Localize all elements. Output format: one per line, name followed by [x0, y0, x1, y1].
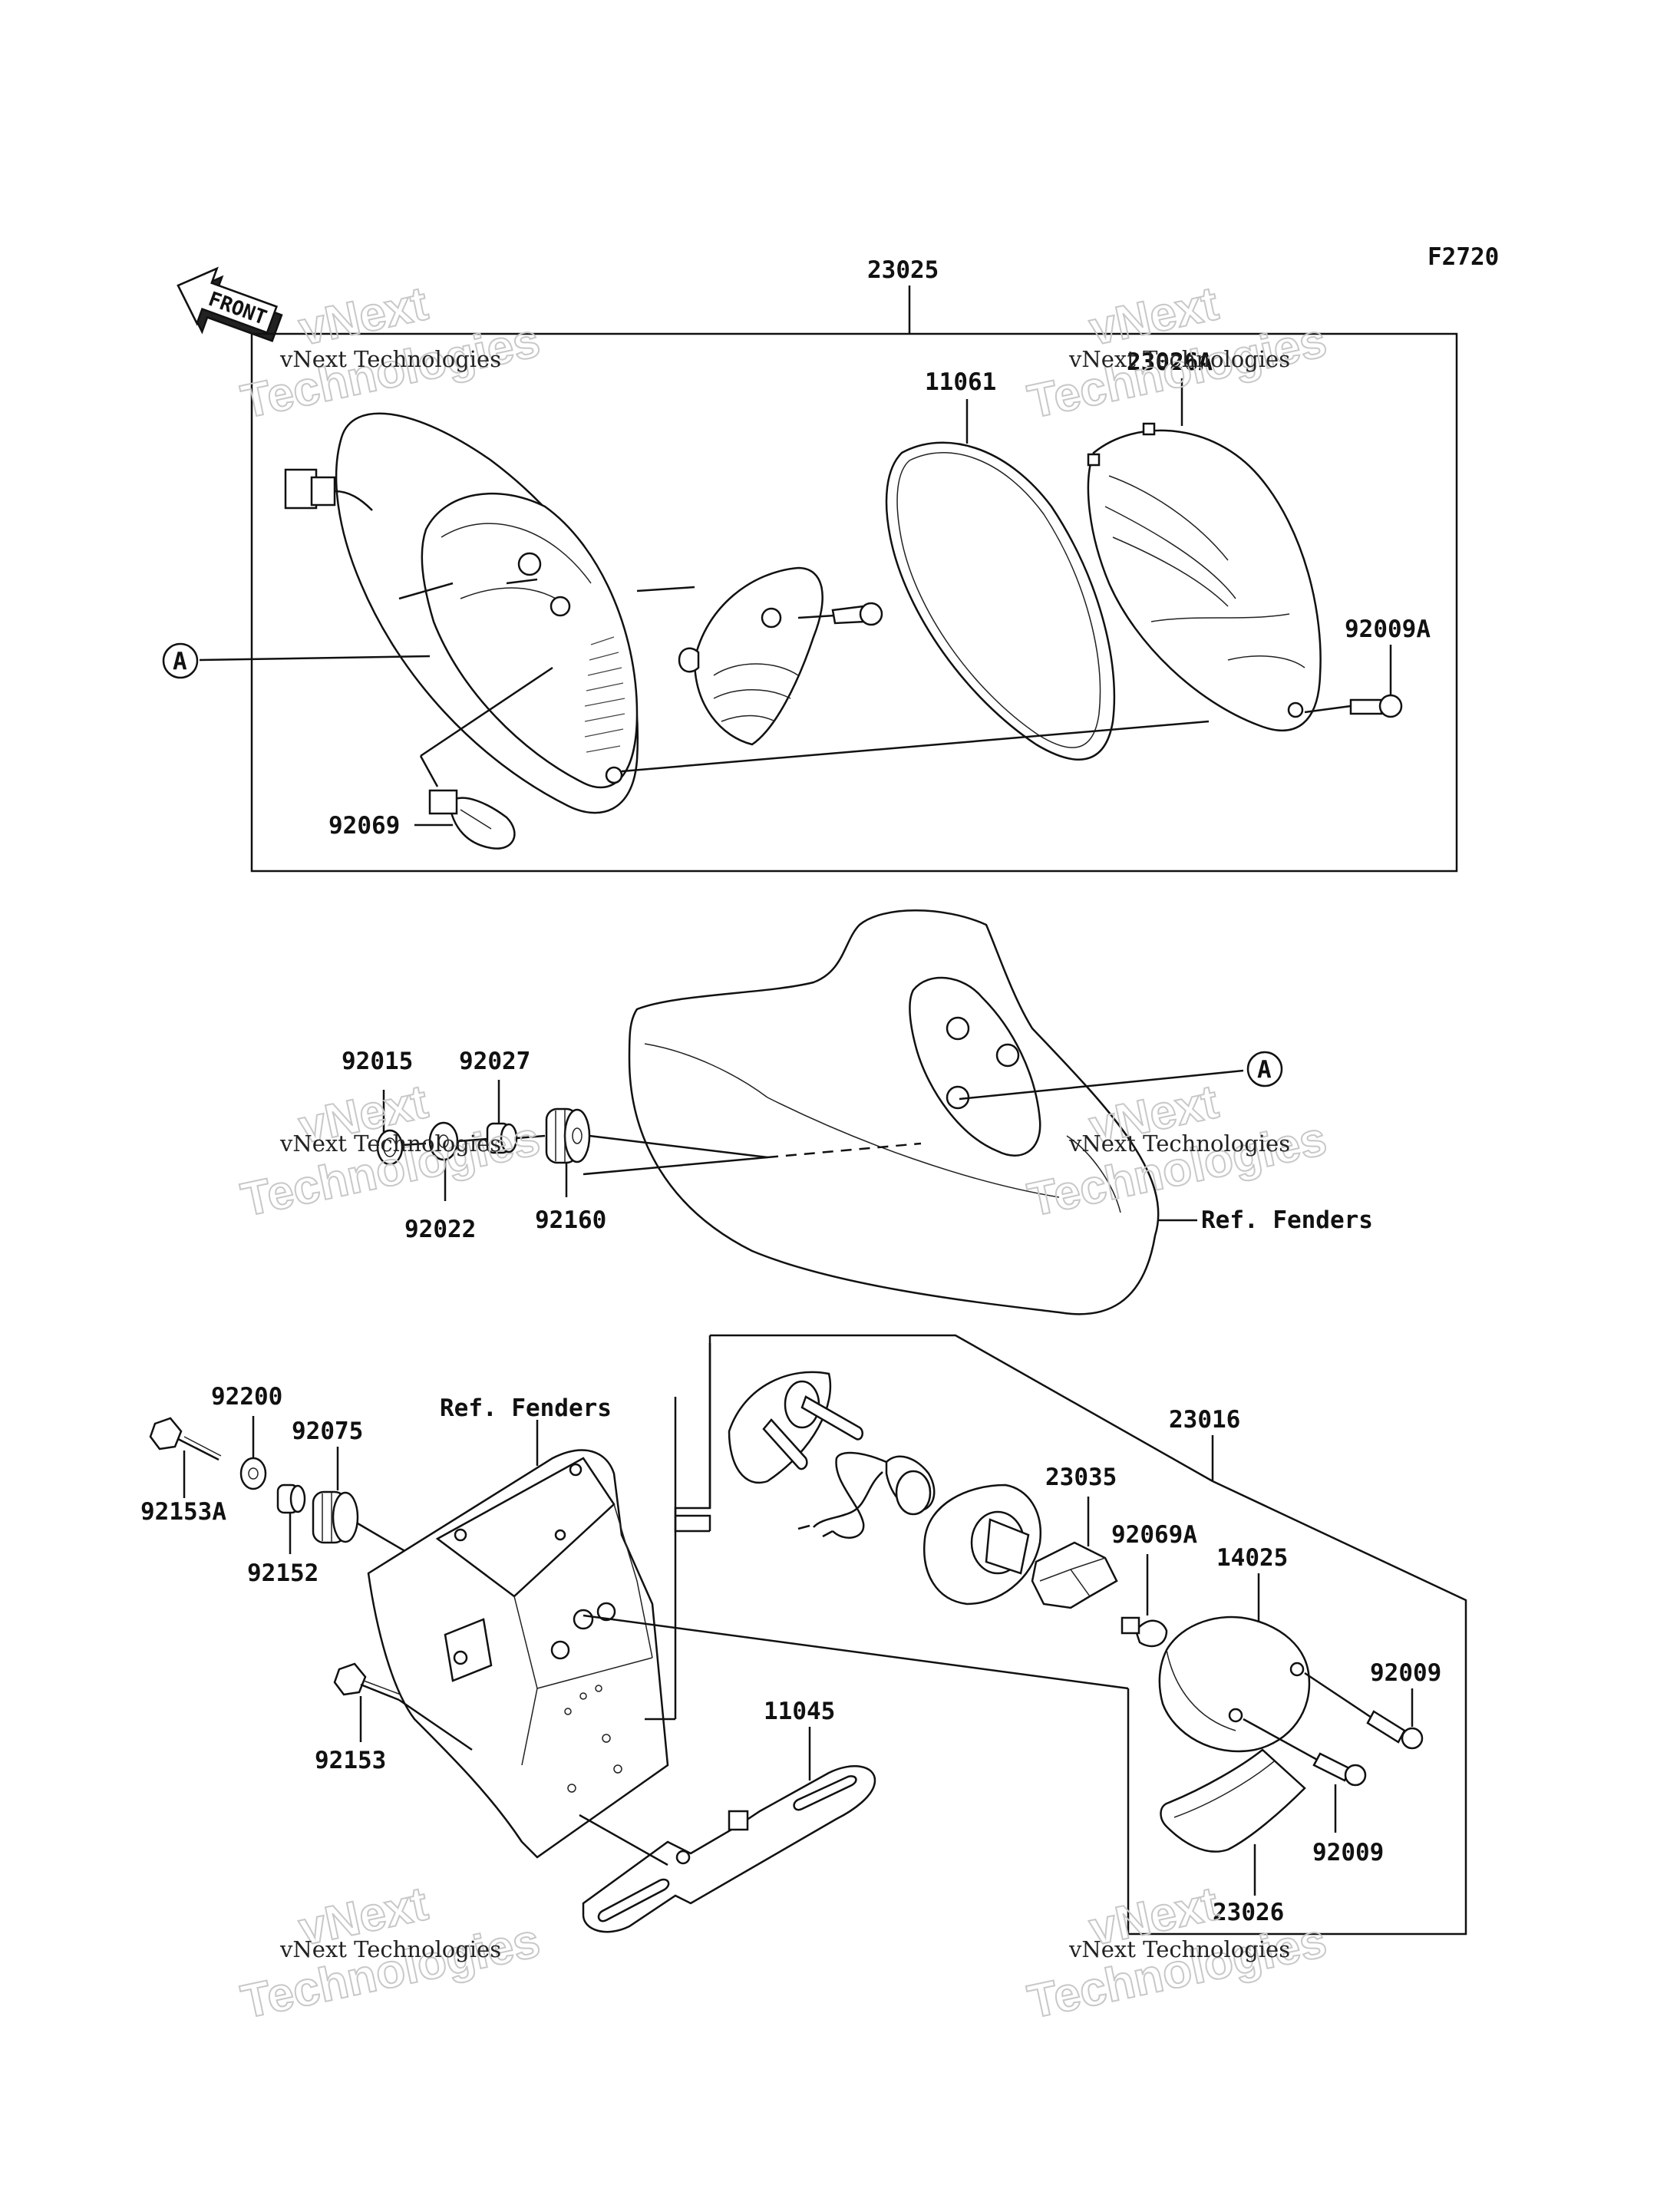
watermark-2: vNext Technologies vNext Technologies [1023, 276, 1332, 430]
bolt-92153 [333, 1662, 401, 1701]
label-11061: 11061 [925, 368, 996, 396]
label-92075: 92075 [292, 1417, 363, 1445]
washer-92200 [239, 1457, 267, 1490]
callout-a-top [162, 642, 199, 679]
tail-lamp-assembly-frame [250, 332, 1458, 873]
lamp-housing [335, 412, 639, 814]
label-92153: 92153 [315, 1747, 386, 1774]
lamp-body [923, 1483, 1042, 1606]
label-92069A: 92069A [1111, 1521, 1197, 1549]
label-92015: 92015 [342, 1048, 413, 1075]
callout-a-top-letter: A [173, 648, 187, 675]
screw-92009A [1304, 694, 1403, 718]
screw-reflector [797, 602, 883, 626]
label-23026: 23026 [1213, 1899, 1284, 1926]
license-bracket [367, 1449, 669, 1859]
label-23026A: 23026A [1127, 348, 1213, 376]
plate-bracket-11045 [582, 1765, 876, 1933]
bulb-92069A [1121, 1616, 1168, 1648]
bulb-92069 [428, 789, 516, 850]
clip-23035 [1031, 1541, 1118, 1609]
svg-text:vNext Technologies: vNext Technologies [1068, 1936, 1290, 1962]
label-92009A: 92009A [1345, 616, 1431, 643]
watermark-6: vNext Technologies vNext Technologies [1023, 1876, 1332, 2030]
lamp-cover-14025 [1158, 1615, 1311, 1753]
watermark-5: vNext Technologies vNext Technologies [236, 1876, 546, 2030]
screw-92009-lower [1243, 1718, 1367, 1787]
ref-fenders-1: Ref. Fenders [1201, 1206, 1373, 1234]
nut-92015 [376, 1129, 404, 1166]
svg-text:vNext Technologies: vNext Technologies [1068, 346, 1290, 372]
watermark-1: vNext Technologies vNext Technologies [236, 276, 546, 430]
wire-connector [284, 468, 373, 511]
front-arrow-icon: FRONT [177, 266, 283, 342]
svg-text:vNext Technologies: vNext Technologies [1068, 1130, 1290, 1157]
lamp-base-plate [728, 1371, 863, 1484]
label-11045: 11045 [764, 1698, 835, 1725]
label-92152: 92152 [247, 1559, 319, 1587]
rear-fender [628, 909, 1160, 1315]
label-92153A: 92153A [140, 1498, 226, 1526]
license-lamp-frame [645, 1334, 1467, 1936]
svg-text:vNext Technologies: vNext Technologies [279, 346, 501, 372]
svg-text:vNext Technologies: vNext Technologies [279, 1936, 501, 1962]
label-23025: 23025 [867, 256, 939, 284]
label-92009-lower: 92009 [1312, 1839, 1384, 1866]
label-92027: 92027 [459, 1048, 530, 1075]
bolt-92153A [149, 1417, 222, 1461]
reflector-unit [678, 566, 823, 746]
tail-lens [1087, 422, 1322, 732]
label-92200: 92200 [211, 1383, 282, 1411]
lamp-shade-23026 [1160, 1748, 1306, 1853]
collar-92152 [276, 1483, 306, 1514]
figure-code: F2720 [1428, 243, 1499, 271]
callout-a-fender-letter: A [1257, 1056, 1272, 1084]
label-92069: 92069 [328, 812, 400, 840]
screw-92009-upper [1304, 1672, 1424, 1750]
lens-gasket [885, 441, 1116, 761]
ref-fenders-2: Ref. Fenders [440, 1394, 612, 1422]
collar-92027 [486, 1122, 518, 1154]
callout-a-fender [1246, 1051, 1283, 1087]
grommet-92160 [545, 1107, 591, 1164]
grommet-92075 [312, 1490, 359, 1544]
bulb-socket [797, 1451, 936, 1539]
svg-text:vNext Technologies: vNext Technologies [279, 1130, 501, 1157]
label-14025: 14025 [1216, 1544, 1288, 1572]
label-23016: 23016 [1169, 1406, 1240, 1434]
label-23035: 23035 [1045, 1464, 1117, 1491]
label-92022: 92022 [404, 1216, 476, 1243]
label-92009-upper: 92009 [1370, 1659, 1441, 1687]
label-92160: 92160 [535, 1206, 606, 1234]
